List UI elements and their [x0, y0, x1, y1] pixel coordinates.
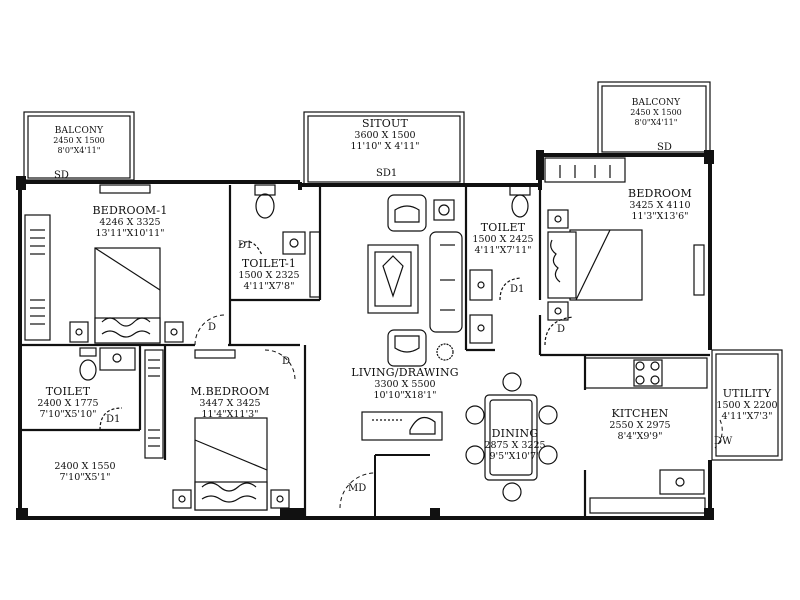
bed-bedroom-1 [69, 184, 184, 344]
room-name: UTILITY [722, 387, 772, 400]
label-balcony-right: BALCONY 2450 X 1500 8'0"X4'11" [606, 98, 706, 127]
room-dim-ft: 10'10"X18'1" [373, 389, 437, 401]
room-dim-ft: 11'3"X13'6" [631, 210, 689, 222]
door-tag-d1-toilet-mid: D1 [510, 284, 525, 295]
door-tag-d-bedroom: D [557, 324, 566, 335]
toilet-mid-fixtures [469, 184, 531, 344]
room-dim-mm: 2550 X 2975 [609, 419, 671, 431]
room-dim-ft: 4'11"X7'3" [721, 410, 773, 422]
balcony-right [597, 81, 711, 155]
room-dim-ft: 11'10" X 4'11" [350, 140, 420, 152]
door-tag-d-mbed: D [282, 356, 291, 367]
label-dining: DINING 2875 X 3225 9'5"X10'7" [475, 427, 555, 462]
label-balcony-left: BALCONY 2450 X 1500 8'0"X4'11" [30, 126, 128, 155]
balcony-left [23, 111, 135, 181]
label-dress: 2400 X 1550 7'10"X5'1" [40, 461, 130, 484]
wall-blocks [16, 150, 714, 520]
room-name: BEDROOM [628, 187, 692, 200]
room-dim-mm: 3447 X 3425 [199, 397, 261, 409]
label-toilet-1: TOILET-1 1500 X 2325 4'11"X7'8" [230, 257, 308, 292]
room-dim-ft: 7'10"X5'1" [59, 471, 111, 483]
room-name: M.BEDROOM [190, 385, 270, 398]
room-dim-mm: 1500 X 2425 [472, 233, 534, 245]
interior-walls [20, 185, 710, 518]
room-dim-ft: 4'11"X7'8" [243, 280, 295, 292]
sitout-outline [303, 111, 465, 185]
room-dim-ft: 11'4"X11'3" [201, 408, 259, 420]
room-name: DINING [491, 427, 539, 440]
label-m-bedroom: M.BEDROOM 3447 X 3425 11'4"X11'3" [175, 385, 285, 420]
label-toilet-left: TOILET 2400 X 1775 7'10"X5'10" [28, 385, 108, 420]
room-dim-ft: 13'11"X10'11" [95, 227, 165, 239]
room-dim-ft: 8'4"X9'9" [617, 430, 663, 442]
room-dim-mm: 1500 X 2200 [716, 399, 778, 411]
room-name: TOILET-1 [241, 257, 297, 270]
label-utility: UTILITY 1500 X 2200 4'11"X7'3" [712, 387, 782, 422]
door-tag-sd1: SD1 [376, 168, 398, 179]
label-bedroom-1: BEDROOM-1 4246 X 3325 13'11"X10'11" [70, 204, 190, 239]
door-tag-sd-left: SD [54, 170, 69, 181]
door-tag-dw: DW [714, 436, 733, 447]
room-name: BALCONY [631, 98, 681, 108]
room-name: KITCHEN [611, 407, 669, 420]
door-swings [194, 314, 723, 509]
room-dim-mm: 3600 X 1500 [354, 129, 416, 141]
toilet-left-fixtures [79, 347, 136, 431]
room-dim-mm: 2875 X 3225 [484, 439, 546, 451]
door-tag-d1-toilet-left: D1 [106, 414, 121, 425]
label-living: LIVING/DRAWING 3300 X 5500 10'10"X18'1" [335, 366, 475, 401]
label-kitchen: KITCHEN 2550 X 2975 8'4"X9'9" [595, 407, 685, 442]
room-dim-mm: 2400 X 1550 [54, 461, 116, 472]
room-dim-mm: 4246 X 3325 [99, 216, 161, 228]
room-dim-ft: 9'5"X10'7" [489, 450, 541, 462]
room-dim-mm: 2450 X 1500 [53, 136, 105, 146]
room-name: BALCONY [54, 126, 104, 136]
room-dim-ft: 4'11"X7'11" [474, 244, 532, 256]
dining-set [465, 372, 558, 502]
kitchen-fixtures [584, 357, 708, 514]
room-dim-mm: 3300 X 5500 [374, 378, 436, 390]
wardrobe-mbed [144, 349, 164, 459]
door-tag-d-bed1: D [208, 322, 217, 333]
room-name: TOILET [45, 385, 91, 398]
label-bedroom: BEDROOM 3425 X 4110 11'3"X13'6" [610, 187, 710, 222]
outer-walls [18, 153, 712, 520]
bed-bedroom [544, 157, 705, 346]
wardrobe-bedroom-1 [24, 214, 51, 341]
room-dim-ft: 7'10"X5'10" [39, 408, 97, 420]
room-dim-mm: 2400 X 1775 [37, 397, 99, 409]
main-door [374, 454, 430, 518]
toilet-1-fixtures [239, 184, 321, 298]
room-name: TOILET [480, 221, 526, 234]
door-tag-md: MD [348, 483, 367, 494]
room-name: SITOUT [361, 117, 409, 130]
room-dim-ft: 8'0"X4'11" [57, 145, 101, 155]
bed-mbedroom [172, 349, 290, 511]
door-tag-d1-toilet1: D1 [238, 240, 253, 251]
room-name: LIVING/DRAWING [351, 366, 459, 379]
label-toilet-mid: TOILET 1500 X 2425 4'11"X7'11" [466, 221, 540, 256]
living-furniture [361, 194, 463, 441]
label-sitout: SITOUT 3600 X 1500 11'10" X 4'11" [310, 117, 460, 152]
room-dim-mm: 2450 X 1500 [630, 108, 682, 118]
room-name: BEDROOM-1 [92, 204, 168, 217]
room-dim-ft: 8'0"X4'11" [634, 117, 678, 127]
utility-outline [711, 349, 783, 461]
room-dim-mm: 1500 X 2325 [238, 269, 300, 281]
room-dim-mm: 3425 X 4110 [629, 199, 691, 211]
door-tag-sd-right: SD [657, 142, 672, 153]
